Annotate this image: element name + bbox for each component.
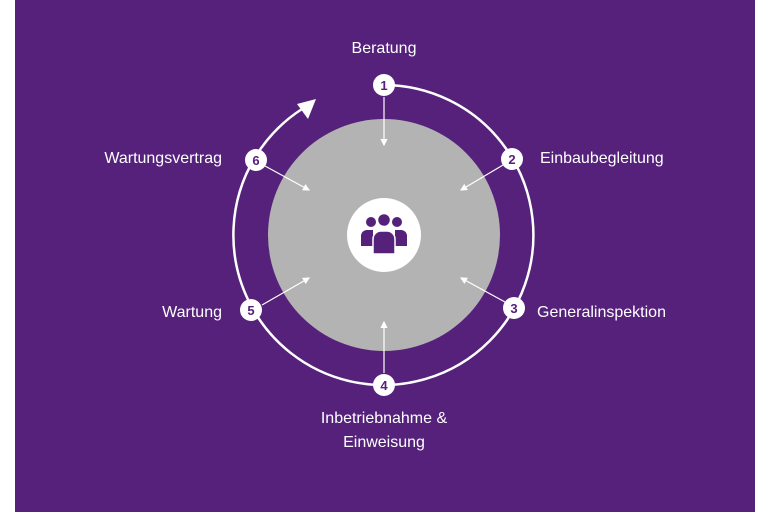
label-step-2: Einbaubegleitung [540, 150, 664, 167]
svg-text:5: 5 [247, 303, 254, 318]
step-node-6: 6 [245, 149, 267, 171]
step-node-4: 4 [373, 374, 395, 396]
arrow-step-3 [459, 277, 506, 303]
label-step-4-line2: Einweisung [343, 434, 425, 451]
step-node-2: 2 [501, 148, 523, 170]
arrow-step-5 [261, 277, 311, 306]
arrow-step-6 [264, 165, 311, 191]
step-node-5: 5 [240, 299, 262, 321]
people-group-icon [361, 212, 407, 255]
label-step-5: Wartung [162, 304, 222, 321]
label-step-6: Wartungsvertrag [104, 150, 222, 167]
arrow-step-2 [459, 164, 504, 191]
step-node-1: 1 [373, 74, 395, 96]
svg-text:2: 2 [508, 152, 515, 167]
label-step-3: Generalinspektion [537, 304, 666, 321]
svg-text:3: 3 [510, 301, 517, 316]
svg-text:4: 4 [380, 378, 388, 393]
cycle-ring [232, 83, 535, 387]
label-step-1: Beratung [351, 40, 417, 57]
label-step-4: Inbetriebnahme & [320, 410, 448, 427]
cycle-arrowhead-icon [297, 99, 316, 119]
svg-text:1: 1 [380, 78, 387, 93]
step-node-3: 3 [503, 297, 525, 319]
svg-text:6: 6 [252, 153, 259, 168]
